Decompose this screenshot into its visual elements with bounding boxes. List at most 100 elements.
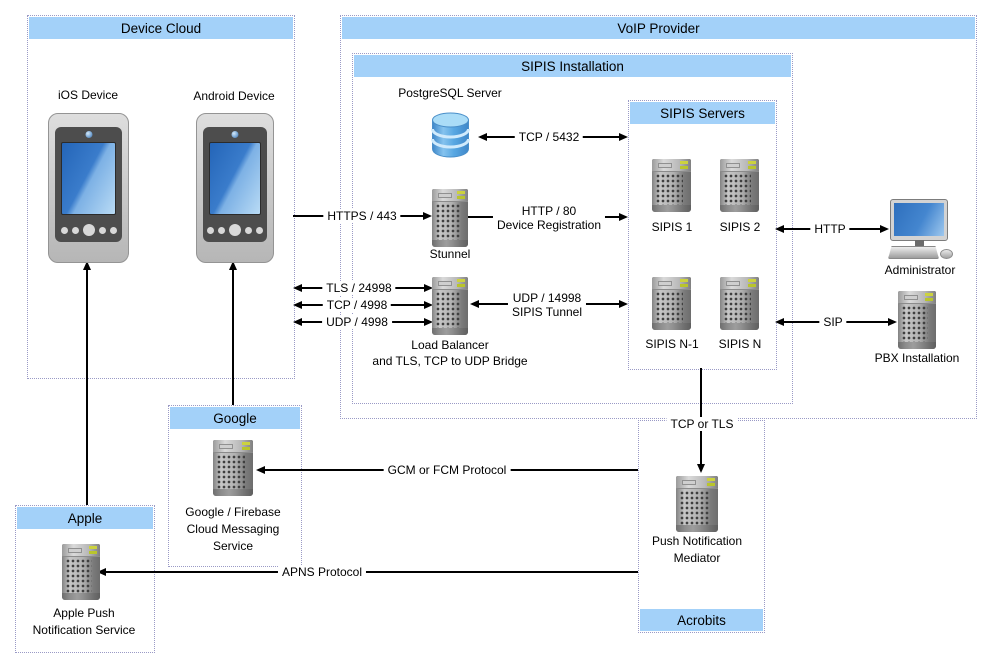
arrowhead-left-icon: [470, 300, 479, 308]
udp-label: UDP / 4998: [322, 315, 392, 329]
server-slot: [219, 444, 233, 449]
server-led: [925, 293, 933, 296]
server-base: [213, 489, 253, 496]
server-led: [748, 161, 756, 164]
arrowhead-left-icon: [256, 466, 265, 474]
server-led: [748, 279, 756, 282]
http80-label: HTTP / 80 Device Registration: [492, 204, 606, 232]
server-icon: [213, 440, 253, 496]
udp14998-label-line1: UDP / 14998: [512, 291, 582, 305]
server-slot: [68, 548, 82, 553]
android-push-line: [232, 268, 234, 405]
arrowhead-right-icon: [424, 318, 433, 326]
server-slot: [726, 281, 740, 286]
arrowhead-up-icon: [229, 261, 237, 270]
sipis-installation-container: SIPIS Installation: [352, 53, 793, 404]
server-slot: [438, 193, 452, 198]
phone-screen: [209, 142, 261, 215]
http80-label-line1: HTTP / 80: [521, 204, 577, 218]
google-fcm-label-line2: Cloud Messaging: [186, 522, 280, 536]
tcp-or-tls-line: [700, 368, 702, 465]
arrowhead-left-icon: [775, 225, 784, 233]
android-device-label: Android Device: [193, 89, 275, 103]
server-slot: [658, 163, 672, 168]
sip-label: SIP: [819, 315, 847, 329]
apple-apns-label-line1: Apple Push: [53, 606, 115, 620]
pbx-label: PBX Installation: [874, 351, 960, 365]
server-base: [62, 593, 100, 600]
phone-panel: [203, 127, 267, 242]
server-base: [432, 240, 468, 247]
apple-container: Apple: [15, 505, 155, 653]
udp14998-label-line2: SIPIS Tunnel: [511, 305, 583, 319]
server-icon: [652, 159, 691, 212]
phone-buttons: [203, 224, 267, 236]
server-base: [720, 205, 759, 212]
google-header: Google: [170, 407, 300, 429]
server-drive-grid: [724, 292, 751, 323]
server-led: [457, 191, 465, 194]
server-drive-grid: [724, 174, 751, 205]
udp14998-label: UDP / 14998 SIPIS Tunnel: [507, 291, 587, 319]
arrowhead-left-icon: [97, 568, 106, 576]
server-drive-grid: [656, 174, 683, 205]
server-slot: [904, 295, 918, 300]
server-drive-grid: [436, 292, 460, 328]
arrowhead-up-icon: [83, 261, 91, 270]
mediator-label-line2: Mediator: [673, 551, 721, 565]
stunnel-label: Stunnel: [429, 247, 471, 261]
google-container: Google: [168, 405, 302, 567]
acrobits-header: Acrobits: [640, 609, 763, 631]
apns-line: [105, 571, 638, 573]
monitor-screen: [890, 199, 948, 241]
server-drive-grid: [217, 455, 245, 489]
server-slot: [658, 281, 672, 286]
arrowhead-right-icon: [424, 284, 433, 292]
http80-label-line2: Device Registration: [496, 218, 602, 232]
ios-push-line: [86, 268, 88, 505]
arrowhead-down-icon: [697, 464, 705, 473]
sipis-2-label: SIPIS 2: [719, 220, 761, 234]
server-icon: [720, 159, 759, 212]
tls-label: TLS / 24998: [322, 281, 396, 295]
server-base: [652, 323, 691, 330]
arrowhead-right-icon: [619, 300, 628, 308]
server-slot: [682, 480, 696, 485]
phone-panel: [55, 127, 122, 242]
postgresql-label: PostgreSQL Server: [398, 86, 502, 100]
load-balancer-label-line1: Load Balancer: [411, 338, 489, 352]
phone-screen: [61, 142, 116, 215]
tcp5432-label: TCP / 5432: [514, 130, 584, 144]
arrowhead-right-icon: [619, 133, 628, 141]
smartphone-icon: [48, 113, 129, 263]
load-balancer-label-line2: and TLS, TCP to UDP Bridge: [372, 354, 528, 368]
server-led: [680, 161, 688, 164]
server-base: [898, 342, 936, 349]
tcp-or-tls-label: TCP or TLS: [666, 417, 738, 431]
monitor-stand: [915, 240, 924, 246]
server-slot: [438, 281, 452, 286]
desktop-computer-icon: [888, 199, 953, 261]
apns-label: APNS Protocol: [277, 565, 367, 579]
sipis-n1-label: SIPIS N-1: [645, 337, 699, 351]
server-drive-grid: [656, 292, 683, 323]
arrowhead-right-icon: [423, 212, 432, 220]
sipis-1-label: SIPIS 1: [651, 220, 693, 234]
server-drive-grid: [680, 491, 710, 525]
arrowhead-left-icon: [293, 318, 302, 326]
server-led: [457, 279, 465, 282]
server-icon: [432, 189, 468, 247]
server-icon: [62, 544, 100, 600]
server-led: [707, 478, 715, 481]
camera-icon: [231, 131, 239, 138]
server-icon: [898, 291, 936, 349]
voip-provider-header: VoIP Provider: [342, 17, 975, 39]
server-drive-grid: [902, 306, 928, 342]
server-base: [652, 205, 691, 212]
camera-icon: [85, 131, 92, 138]
arrowhead-right-icon: [619, 213, 628, 221]
administrator-label: Administrator: [884, 263, 956, 277]
apple-header: Apple: [17, 507, 153, 529]
google-fcm-label-line3: Service: [212, 539, 254, 553]
